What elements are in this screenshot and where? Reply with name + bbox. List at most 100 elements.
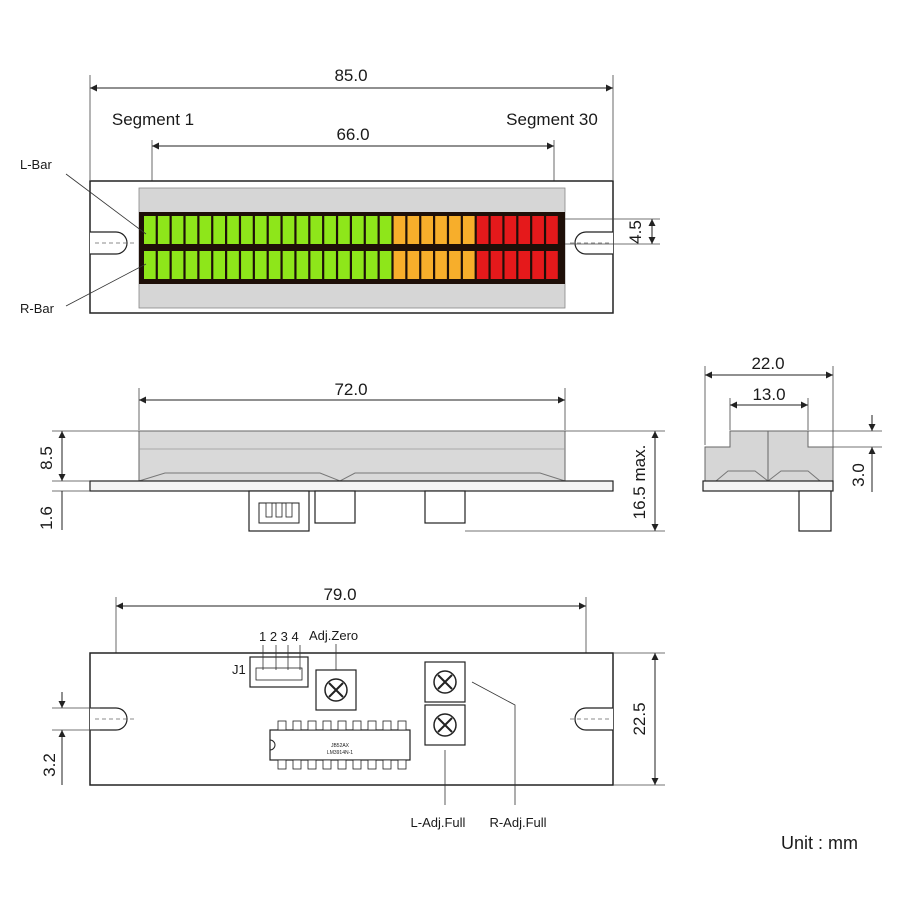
left-led-segment-13: [310, 216, 323, 244]
ic-notch: [269, 739, 276, 751]
connector-j1-label: J1: [232, 662, 246, 677]
left-bar-leader: [65, 173, 147, 235]
hole-width-dim: 3.2: [40, 753, 59, 777]
segment-first-label: Segment 1: [112, 110, 194, 129]
right-led-segment-15: [338, 251, 350, 279]
left-led-segment-17: [365, 216, 378, 244]
ic-pin: [277, 720, 287, 731]
ic-pins-top: [277, 720, 407, 731]
right-led-segment-9: [254, 251, 267, 279]
left-led-segment-2: [157, 216, 170, 244]
right-led-segment-10: [268, 251, 281, 279]
right-led-segment-22: [435, 251, 447, 279]
left-led-segment-25: [476, 216, 489, 244]
board-height-dim: 22.5: [630, 702, 649, 735]
connector-pin: [285, 502, 293, 518]
unit-label: Unit : mm: [781, 833, 858, 853]
right-led-segment-6: [213, 251, 225, 279]
left-led-segment-23: [449, 216, 461, 244]
right-led-segment-5: [199, 251, 212, 279]
right-led-segment-4: [185, 251, 198, 279]
ic-pin: [352, 759, 362, 770]
right-led-segment-21: [421, 251, 433, 279]
right-led-segment-28: [518, 251, 531, 279]
board-thickness-dim: 1.6: [37, 506, 56, 530]
left-led-segment-30: [546, 216, 558, 244]
ic-pin: [352, 720, 362, 731]
right-led-segment-25: [476, 251, 489, 279]
ic-pin: [307, 720, 317, 731]
adj-zero-label: Adj.Zero: [309, 628, 358, 643]
segment-span-dim: 66.0: [336, 125, 369, 144]
top-view: 85.0 66.0 Segment 1 Segment 30 L-Bar R-B…: [20, 66, 660, 316]
left-led-segment-9: [254, 216, 267, 244]
right-led-segment-12: [296, 251, 309, 279]
right-led-segment-14: [324, 251, 336, 279]
left-bar-segments: [144, 216, 558, 244]
side-pcb: [702, 480, 834, 492]
ic-chip: [269, 729, 411, 761]
ic-pins-bottom: [277, 759, 407, 770]
right-led-segment-18: [379, 251, 392, 279]
right-bar-segments: [144, 251, 558, 279]
total-height-dim: 16.5 max.: [630, 445, 649, 520]
side-foot-profile: [715, 470, 821, 482]
ic-pin: [382, 759, 392, 770]
step-height-dim: 3.0: [849, 463, 868, 487]
right-led-segment-2: [157, 251, 170, 279]
right-led-segment-8: [241, 251, 253, 279]
overall-depth-dim: 22.0: [751, 354, 784, 373]
window-depth-dim: 13.0: [752, 385, 785, 404]
ic-pin: [292, 720, 302, 731]
right-bar-label: R-Bar: [20, 301, 55, 316]
left-led-segment-6: [213, 216, 225, 244]
right-led-segment-19: [393, 251, 406, 279]
right-led-segment-16: [352, 251, 364, 279]
connector-pin: [265, 502, 273, 518]
ic-pin: [292, 759, 302, 770]
right-led-segment-30: [546, 251, 558, 279]
left-led-segment-29: [532, 216, 544, 244]
side-trimmer-body: [798, 490, 832, 532]
left-led-segment-18: [379, 216, 392, 244]
right-led-segment-13: [310, 251, 323, 279]
r-adj-cross-icon: [437, 717, 453, 733]
overall-width-dim: 85.0: [334, 66, 367, 85]
left-led-segment-19: [393, 216, 406, 244]
left-led-segment-1: [144, 216, 156, 244]
front-pcb: [89, 480, 614, 492]
left-led-segment-10: [268, 216, 281, 244]
ic-pin: [337, 759, 347, 770]
left-led-segment-3: [171, 216, 184, 244]
left-led-segment-12: [296, 216, 309, 244]
left-led-segment-15: [338, 216, 350, 244]
side-housing: [704, 430, 834, 482]
bar-pitch-dim: 4.5: [626, 220, 645, 244]
left-bar-label: L-Bar: [20, 157, 52, 172]
hole-spacing-dim: 79.0: [323, 585, 356, 604]
front-trimmer-zero: [314, 490, 356, 524]
side-view: 22.0 13.0 3.0: [702, 354, 882, 532]
right-led-segment-24: [462, 251, 475, 279]
right-led-segment-20: [407, 251, 420, 279]
left-led-segment-14: [324, 216, 336, 244]
left-led-segment-16: [352, 216, 364, 244]
ic-marking-2: LM3914N-1: [327, 750, 353, 756]
display-height-dim: 8.5: [37, 446, 56, 470]
left-led-segment-26: [490, 216, 503, 244]
left-led-segment-4: [185, 216, 198, 244]
connector-pin: [275, 502, 283, 518]
l-adj-full-label: L-Adj.Full: [411, 815, 466, 830]
ic-pin: [277, 759, 287, 770]
l-adj-cross-icon: [437, 674, 453, 690]
left-led-segment-8: [241, 216, 253, 244]
r-adj-full-label: R-Adj.Full: [489, 815, 546, 830]
left-led-segment-21: [421, 216, 433, 244]
left-led-segment-27: [504, 216, 517, 244]
right-led-segment-26: [490, 251, 503, 279]
ic-pin: [307, 759, 317, 770]
right-led-segment-23: [449, 251, 461, 279]
right-led-segment-1: [144, 251, 156, 279]
right-led-segment-29: [532, 251, 544, 279]
